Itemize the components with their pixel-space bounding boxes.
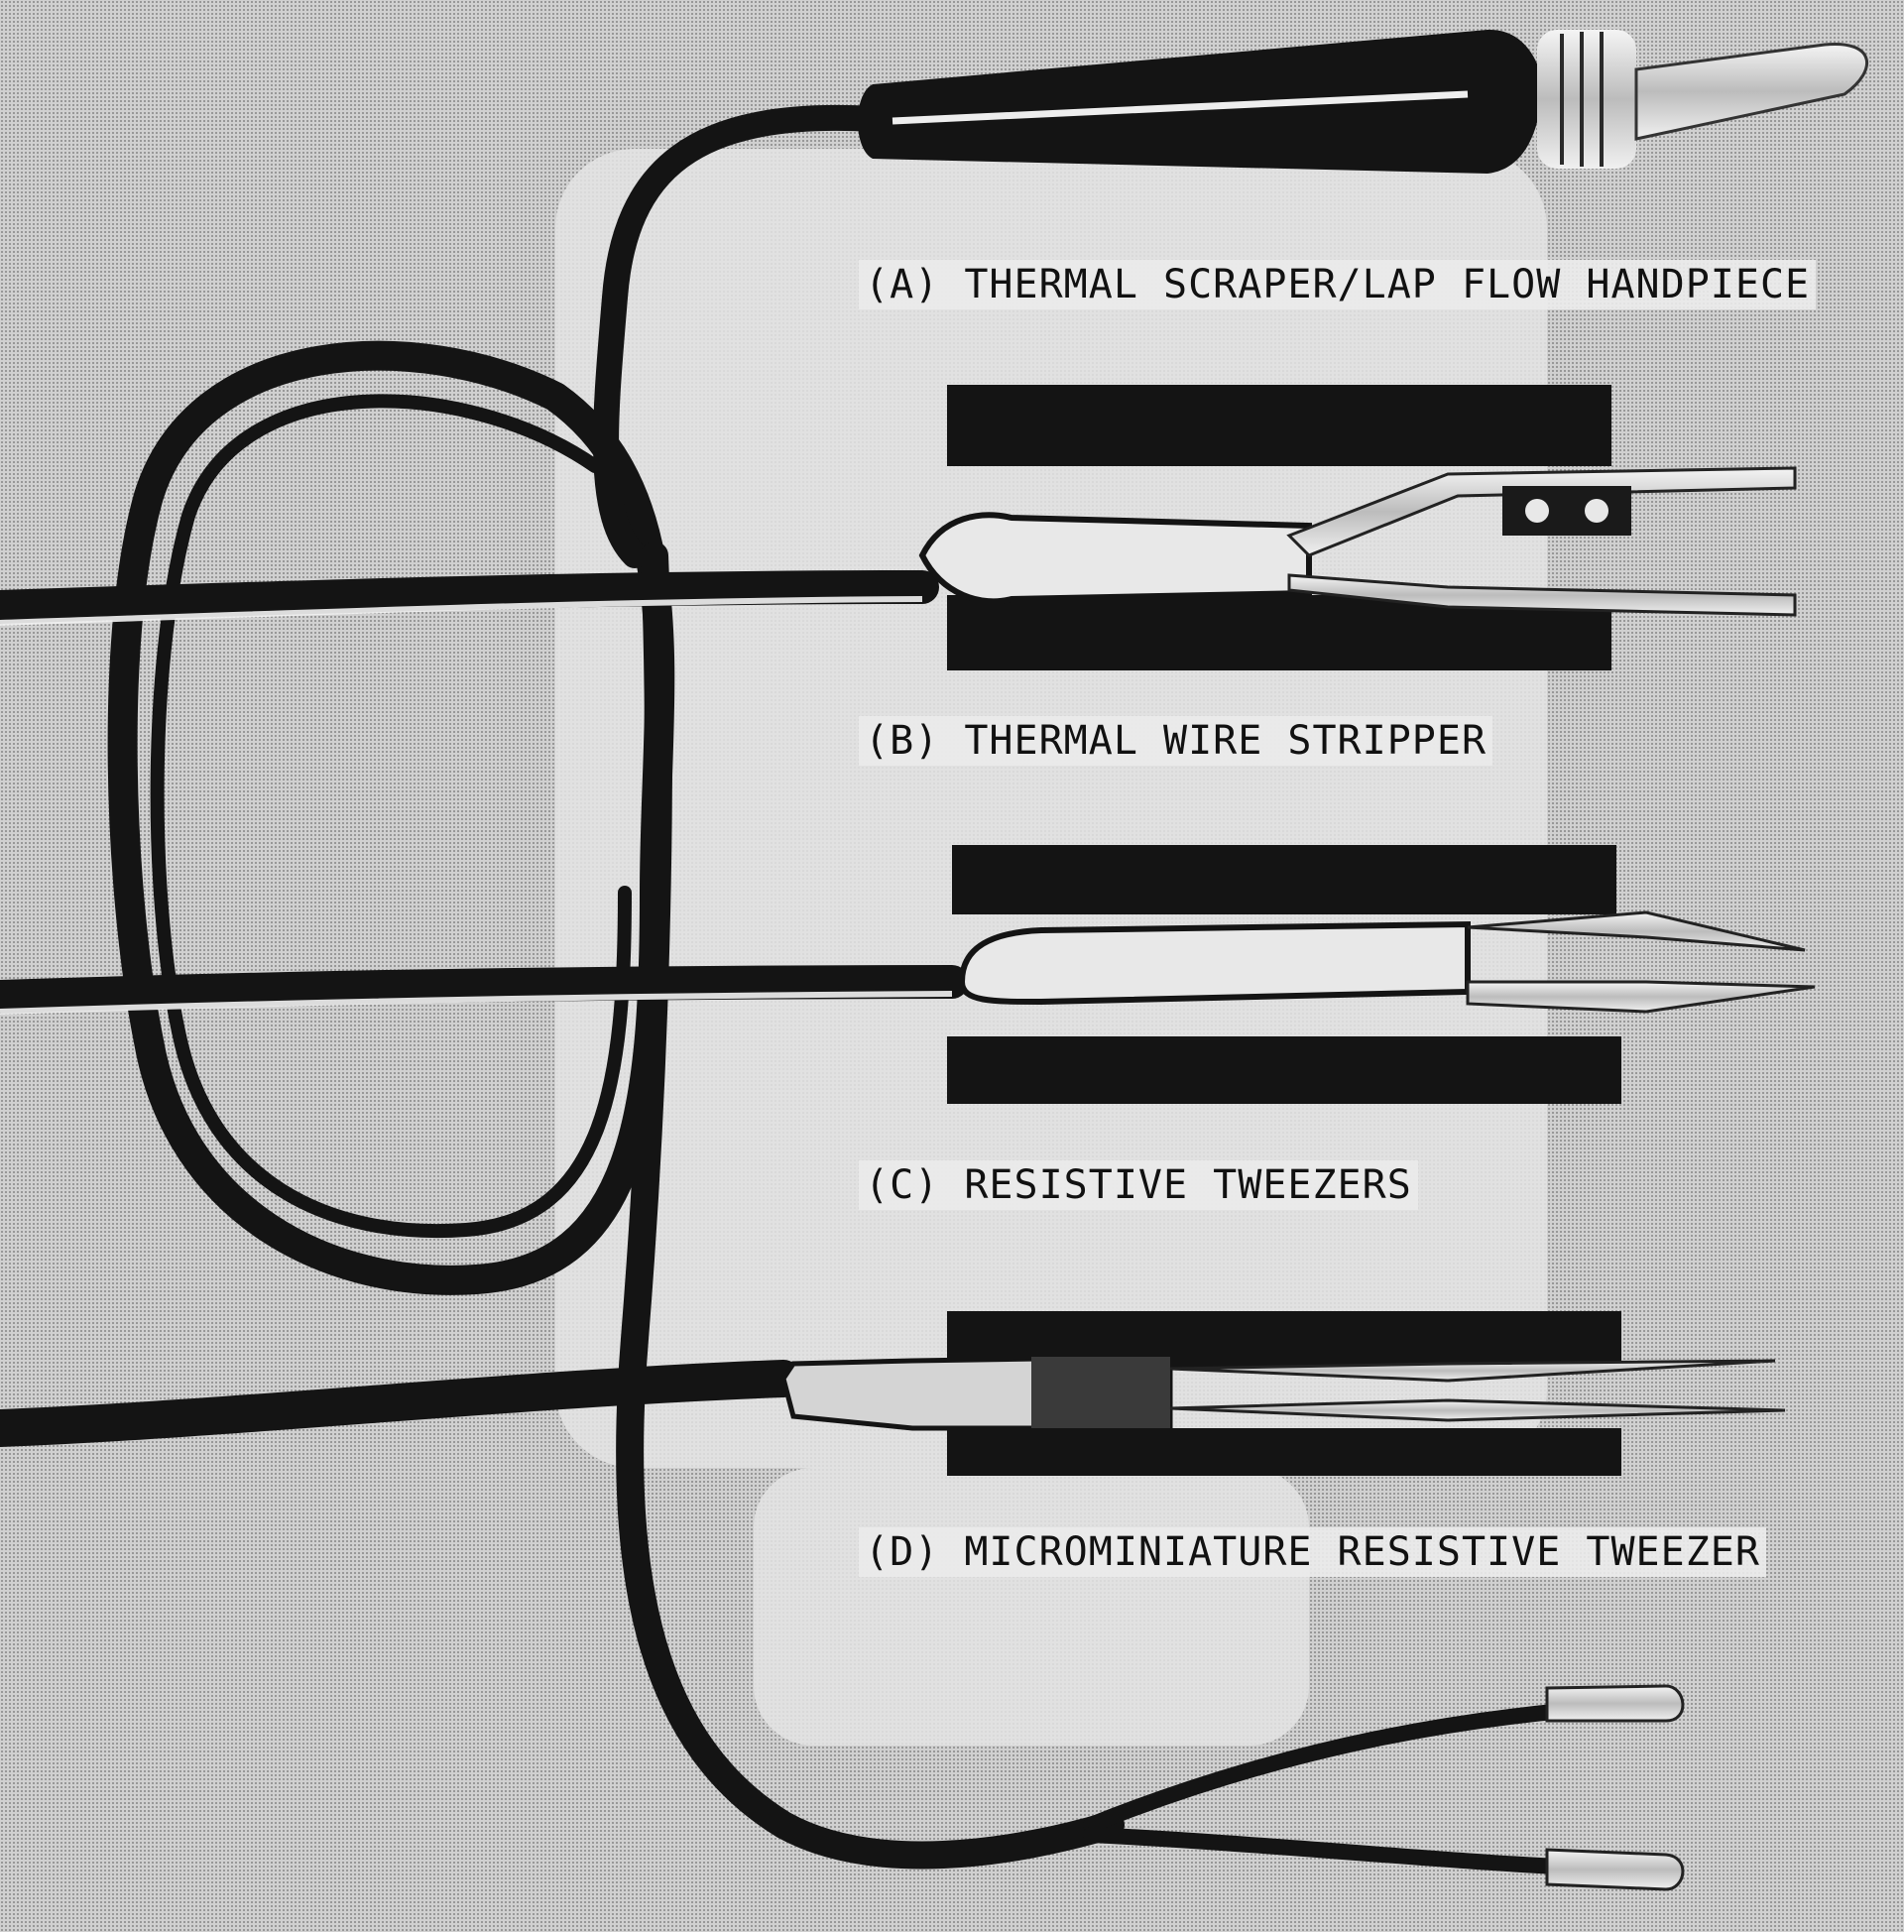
label-resistive-tweezers: (C) RESISTIVE TWEEZERS (859, 1160, 1418, 1210)
resistive-tweezers (947, 845, 1816, 1104)
cable-b (0, 570, 939, 624)
label-thermal-scraper: (A) THERMAL SCRAPER/LAP FLOW HANDPIECE (859, 260, 1817, 309)
cable-down (616, 542, 1125, 1870)
banana-plugs (1545, 1684, 1685, 1891)
cable-c (0, 965, 969, 1014)
cable-d (0, 1360, 802, 1447)
cable-a (593, 105, 886, 568)
thermal-scraper-handpiece (858, 29, 1869, 175)
cable-loop-inner (150, 394, 632, 1238)
thermal-wire-stripper (918, 385, 1797, 670)
label-microminiature-tweezer: (D) MICROMINIATURE RESISTIVE TWEEZER (859, 1527, 1766, 1577)
microminiature-resistive-tweezer (780, 1311, 1786, 1476)
label-thermal-wire-stripper: (B) THERMAL WIRE STRIPPER (859, 716, 1493, 766)
